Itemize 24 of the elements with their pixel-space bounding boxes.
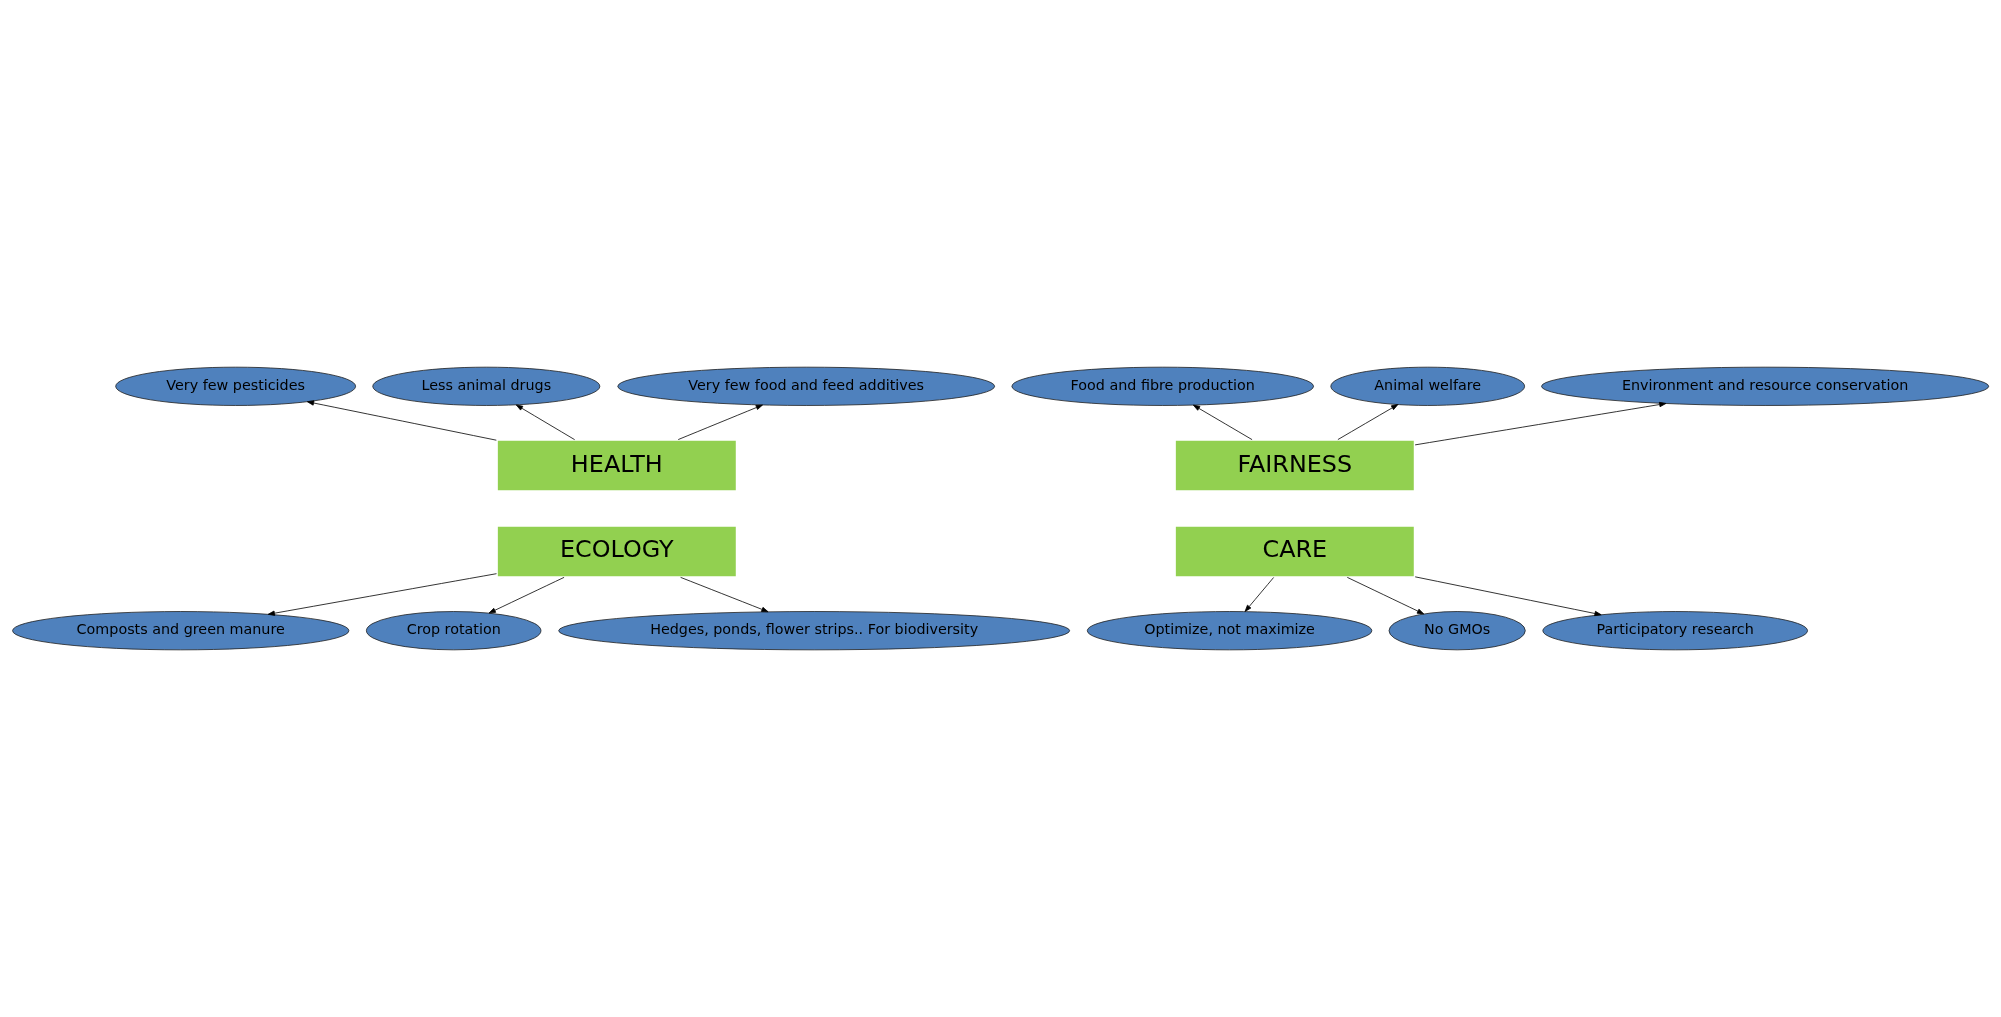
node-box: HEALTH: [495, 438, 739, 493]
node-ellipse: Crop rotation: [366, 611, 542, 651]
node-box: FAIRNESS: [1173, 438, 1417, 493]
node-ellipse: Hedges, ponds, flower strips.. For biodiversity: [558, 611, 1071, 651]
arrow: [1414, 401, 1667, 446]
arrow: [677, 404, 763, 440]
arrow: [1244, 577, 1275, 612]
arrow: [1337, 404, 1399, 440]
node-ellipse: Food and fibre production: [1011, 366, 1314, 406]
node-ellipse: Less animal drugs: [372, 366, 601, 406]
arrow: [680, 576, 769, 613]
arrow: [1192, 404, 1253, 441]
arrow: [267, 573, 497, 616]
arrow: [488, 576, 565, 614]
node-ellipse: No GMOs: [1388, 611, 1526, 651]
arrow: [515, 404, 576, 441]
node-box: ECOLOGY: [495, 524, 739, 579]
node-ellipse: Optimize, not maximize: [1086, 611, 1373, 651]
node-ellipse: Very few food and feed additives: [617, 366, 995, 406]
node-ellipse: Animal welfare: [1330, 366, 1525, 406]
arrow: [1346, 576, 1425, 615]
arrow: [306, 400, 497, 441]
arrow: [1414, 576, 1602, 617]
node-box: CARE: [1173, 524, 1417, 579]
